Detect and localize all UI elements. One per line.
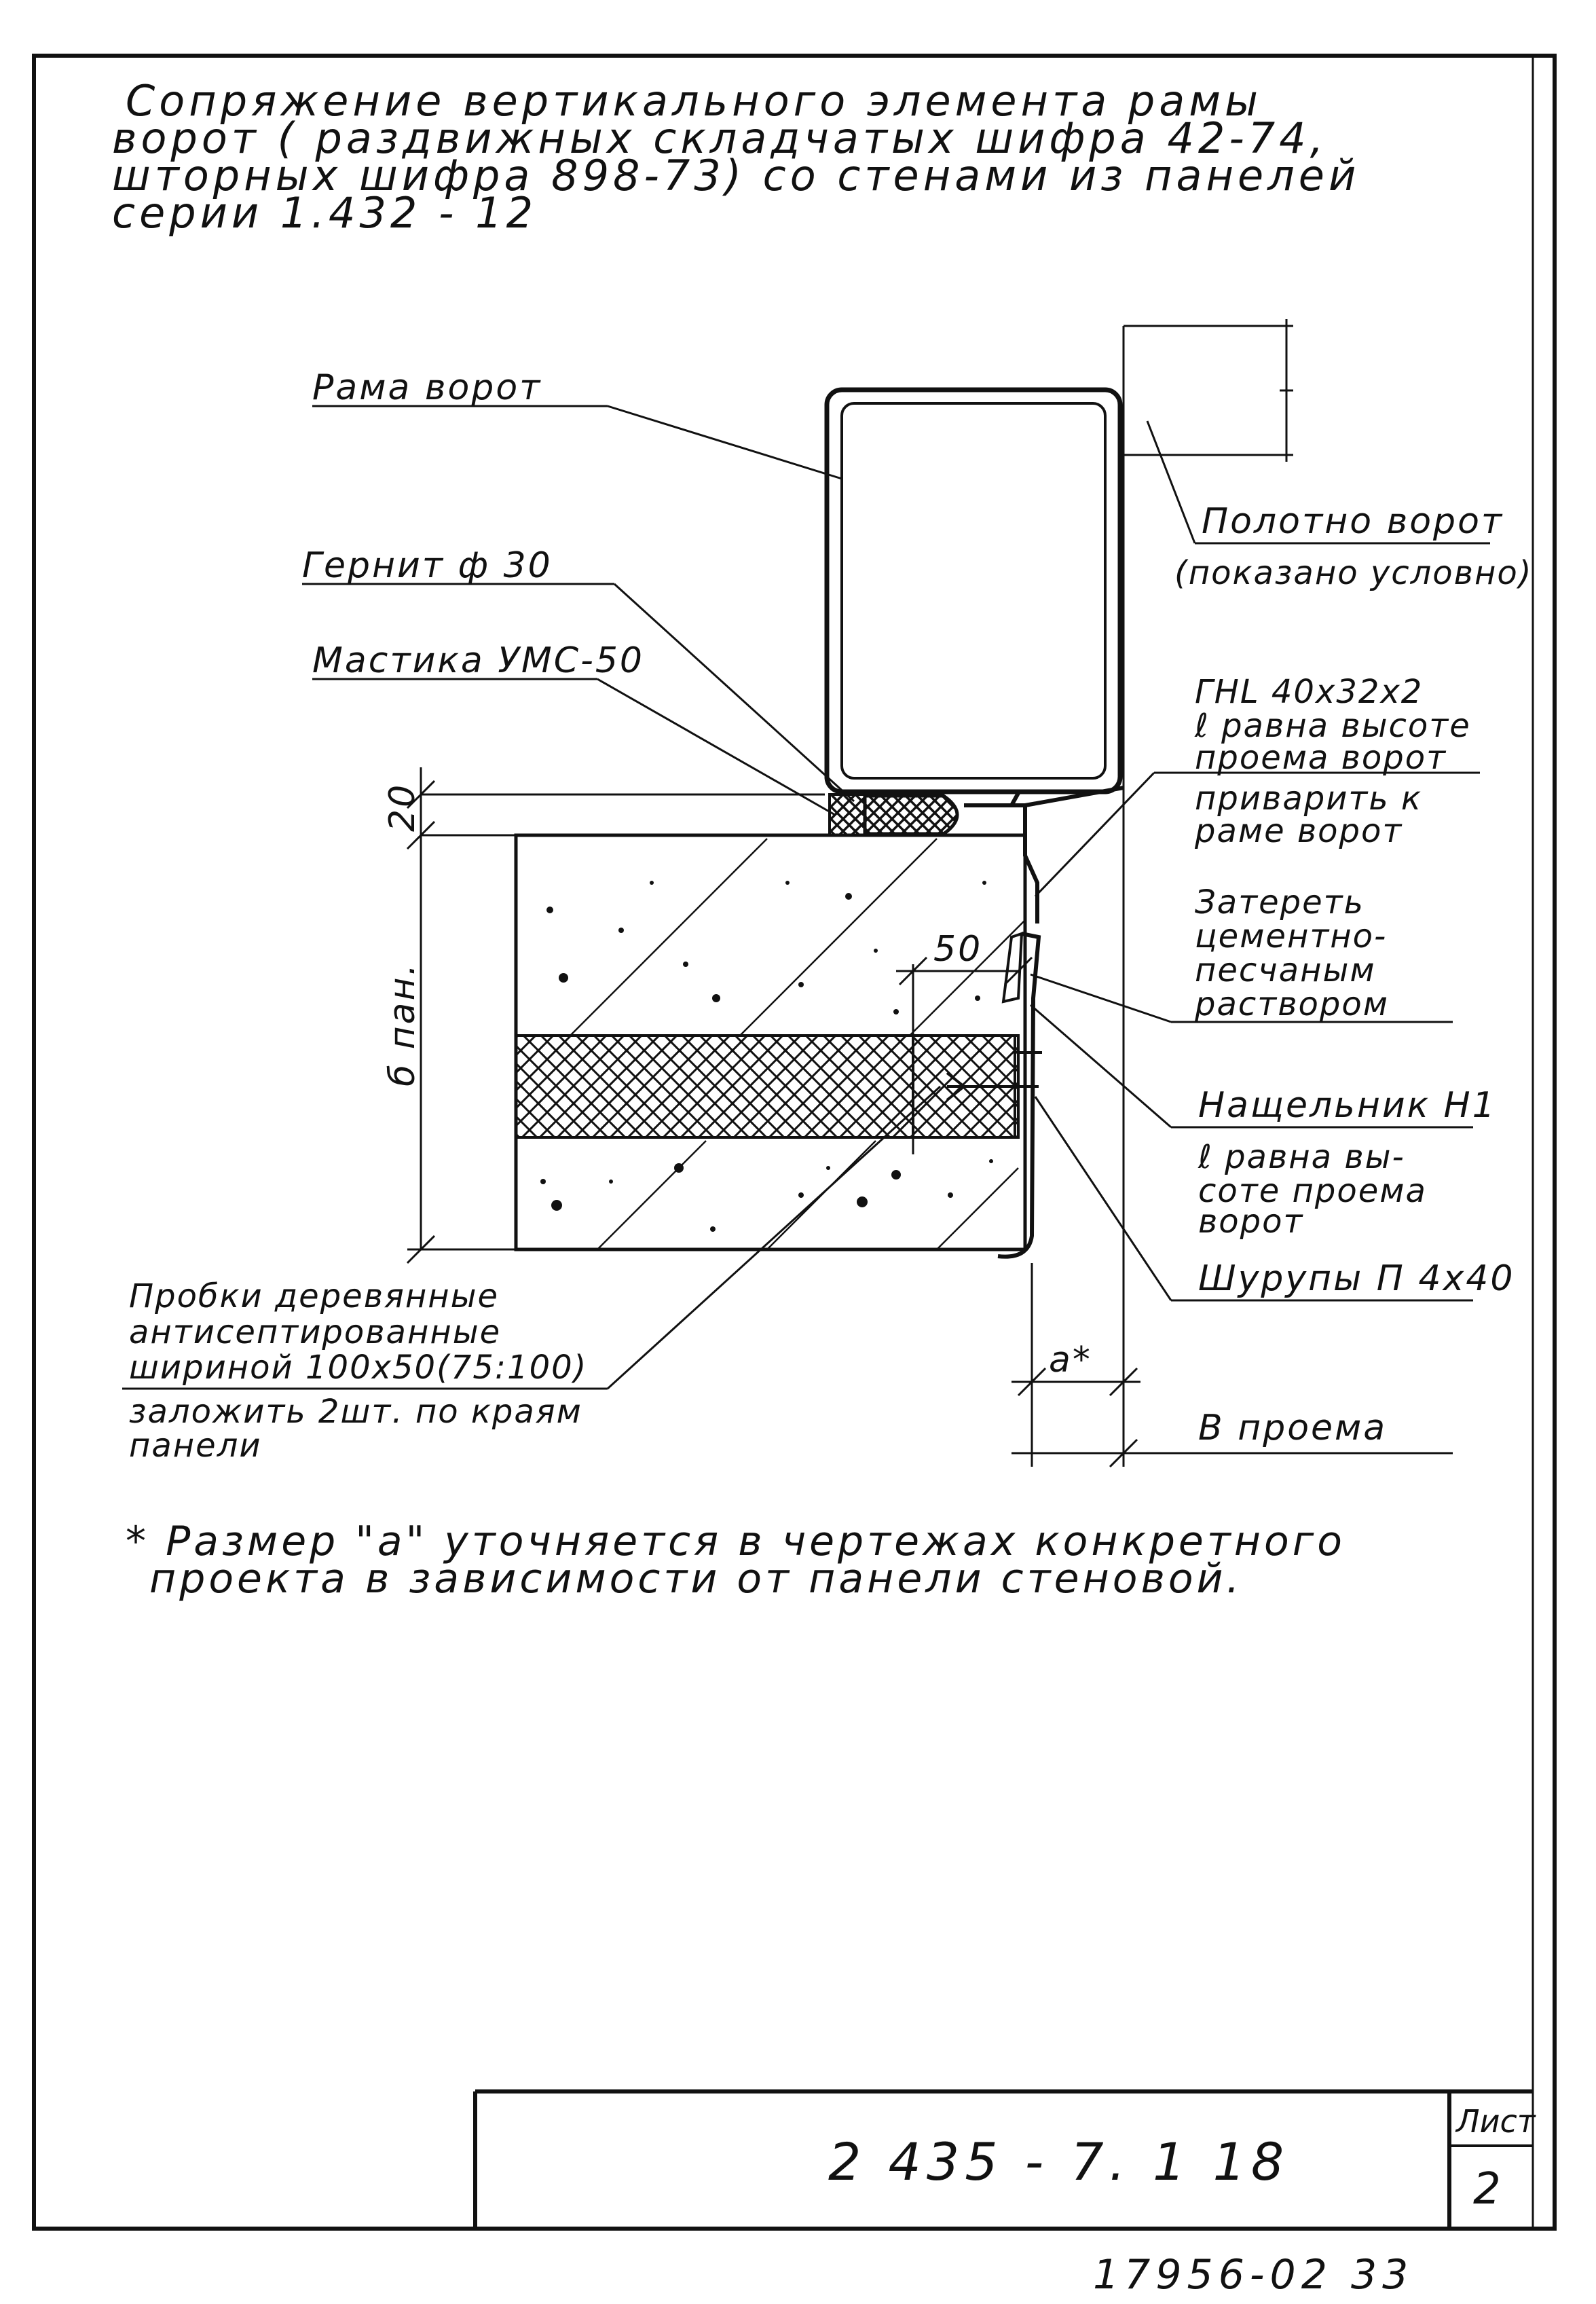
callout-mortar-1: Затереть: [1195, 883, 1365, 921]
document-code: 2 435 - 7. 1 18: [828, 2132, 1289, 2192]
callout-gernit: Гернит ф 30: [302, 545, 553, 586]
title-line-2: ворот ( раздвижных складчатых шифра 42-7…: [112, 113, 1327, 163]
footnote-line-1: * Размер "a" уточняется в чертежах конкр…: [126, 1518, 1346, 1565]
callout-angle-1: ГНL 40x32x2: [1195, 673, 1423, 711]
dim-plug-offset: 50: [933, 929, 982, 970]
title-line-3: шторных шифра 898-73) со стенами из пане…: [112, 151, 1360, 200]
title-block: [473, 2089, 1533, 2229]
drawing-title: Сопряжение вертикального элемента рамы в…: [112, 76, 1360, 238]
batten-strip: [997, 932, 1042, 1259]
gate-leaf: [1122, 319, 1293, 1467]
callout-plugs-note-1: заложить 2шт. по краям: [129, 1393, 582, 1431]
callout-plugs-note-2: панели: [129, 1427, 262, 1465]
callouts: Рама ворот Гернит ф 30 Мастика УМС-50 По…: [129, 367, 1532, 1465]
screw: [946, 1072, 1039, 1101]
callout-mastic: Мастика УМС-50: [312, 640, 644, 681]
callout-angle-note-1: приварить к: [1195, 780, 1422, 818]
callout-leaf: Полотно ворот: [1202, 501, 1504, 542]
callout-screws: Шурупы П 4x40: [1198, 1258, 1515, 1299]
dim-opening: В проема: [1198, 1408, 1387, 1448]
archive-number: 17956-02 33: [1093, 2251, 1413, 2299]
dim-gap-top: 20: [382, 783, 423, 832]
callout-batten: Нащельник Н1: [1198, 1085, 1497, 1126]
insulation-layer: [515, 1034, 1020, 1139]
dimension-lines: [406, 767, 1453, 1468]
sheet-number: 2: [1473, 2164, 1501, 2214]
aggregate-dots: [540, 881, 993, 1232]
callout-angle-2: ℓ равна высоте: [1194, 707, 1471, 745]
dim-a: a*: [1049, 1340, 1092, 1380]
concrete-texture: [570, 838, 1026, 1250]
callout-plugs-2: антисептированные: [129, 1313, 501, 1351]
wall-panel: [514, 833, 1027, 1251]
dim-panel-thickness: б пан.: [382, 962, 423, 1086]
steel-angle: [964, 786, 1124, 924]
footnote: * Размер "a" уточняется в чертежах конкр…: [126, 1518, 1346, 1603]
callout-mortar-4: раствором: [1194, 985, 1389, 1023]
footnote-line-2: проекта в зависимости от панели стеновой…: [149, 1555, 1243, 1603]
title-line-4: серии 1.432 - 12: [112, 188, 537, 238]
sheet-label: Лист: [1455, 2103, 1536, 2140]
callout-batten-note-1: ℓ равна вы-: [1198, 1138, 1405, 1176]
gate-frame: [824, 387, 1123, 837]
callout-leaf-note: (показано условно): [1174, 554, 1532, 592]
callout-batten-note-3: ворот: [1198, 1203, 1303, 1241]
leader-lines: [122, 405, 1490, 1390]
callout-angle-3: проема ворот: [1195, 739, 1447, 777]
callout-mortar-2: цементно-: [1195, 917, 1387, 955]
callout-batten-note-2: соте проема: [1198, 1172, 1427, 1210]
gernit-cord: [863, 794, 959, 836]
callout-mortar-3: песчаным: [1195, 951, 1376, 989]
callout-frame: Рама ворот: [312, 367, 542, 408]
callout-angle-note-2: раме ворот: [1194, 812, 1403, 850]
title-line-1: Сопряжение вертикального элемента рамы: [126, 76, 1262, 126]
callout-plugs-1: Пробки деревянные: [129, 1277, 499, 1315]
dimension-labels: 20 б пан. 50 a* В проема: [382, 783, 1387, 1448]
callout-plugs-3: шириной 100x50(75:100): [129, 1349, 587, 1387]
sheet-frame: [32, 54, 1557, 2231]
